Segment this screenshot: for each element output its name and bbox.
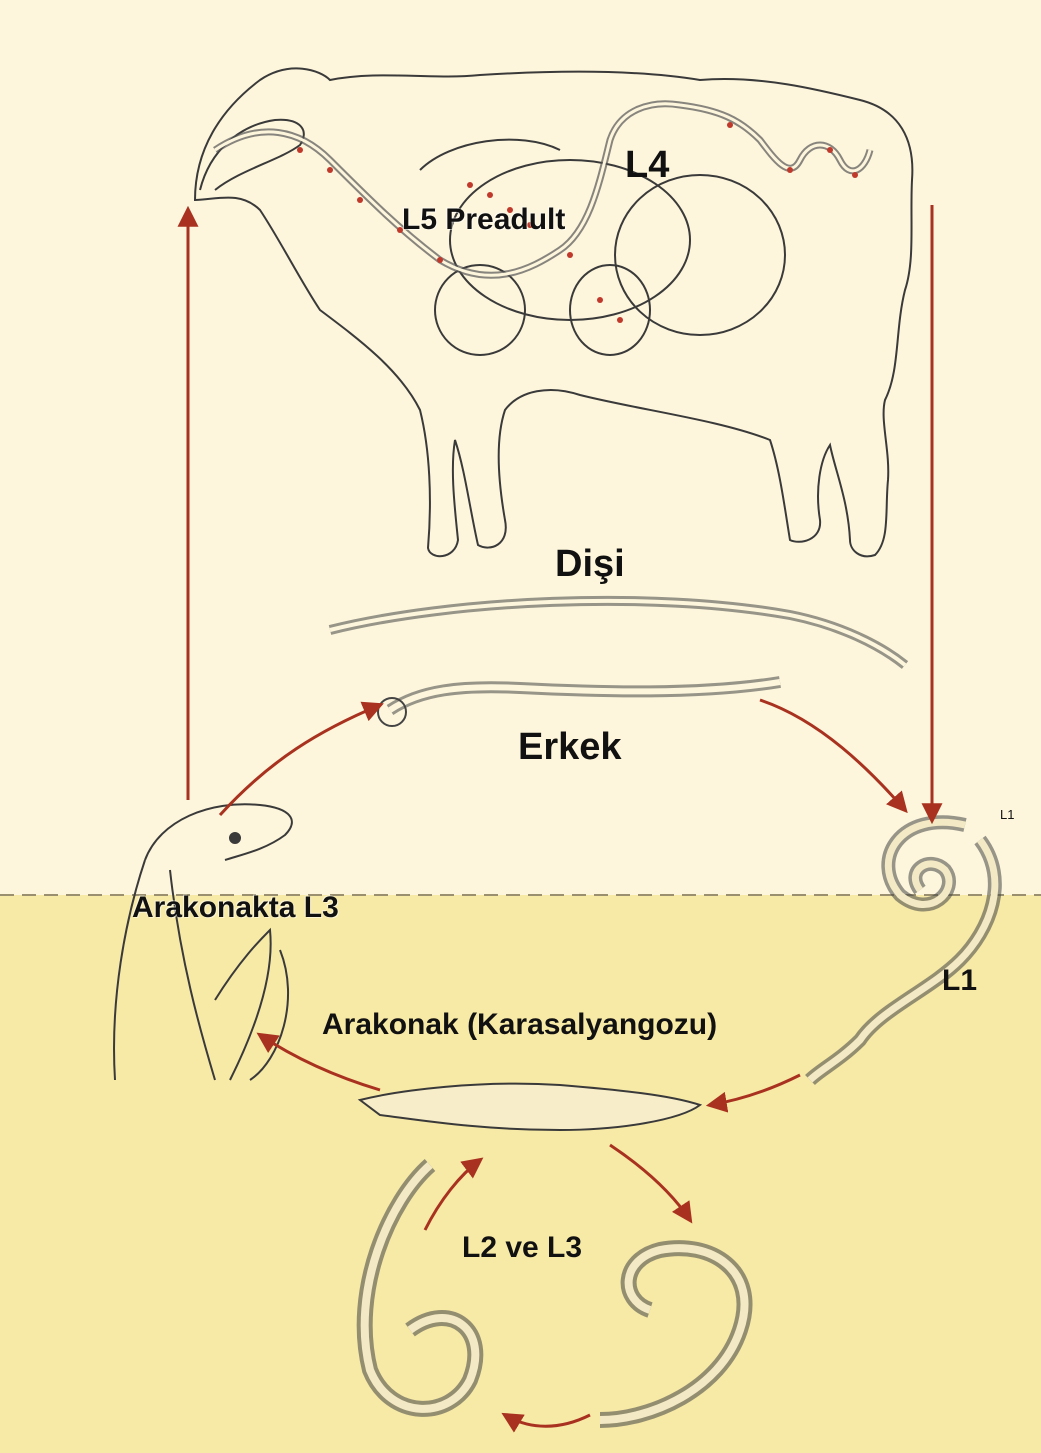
label-erkek: Erkek	[518, 728, 622, 766]
arrow-l1-to-slug	[710, 1075, 800, 1105]
label-l5-preadult: L5 Preadult	[402, 205, 565, 235]
arrow-adult-to-l1	[760, 700, 905, 810]
label-arakonak: Arakonak (Karasalyangozu)	[322, 1010, 717, 1040]
l2-l3-larvae	[365, 1165, 745, 1420]
arrow-larvae-loop	[505, 1415, 590, 1426]
label-l1-small: L1	[1000, 808, 1014, 821]
label-arakonakta-l3: Arakonakta L3	[132, 893, 339, 923]
female-worm	[330, 601, 905, 665]
arrow-host-to-adult	[220, 705, 380, 815]
label-l2-ve-l3: L2 ve L3	[462, 1233, 582, 1263]
label-l4: L4	[625, 146, 669, 184]
slug-host	[360, 1084, 700, 1130]
sheep-illustration	[195, 68, 912, 556]
label-l1: L1	[942, 966, 977, 996]
label-disi: Dişi	[555, 545, 625, 583]
arrow-slug-to-larvae	[610, 1145, 690, 1220]
